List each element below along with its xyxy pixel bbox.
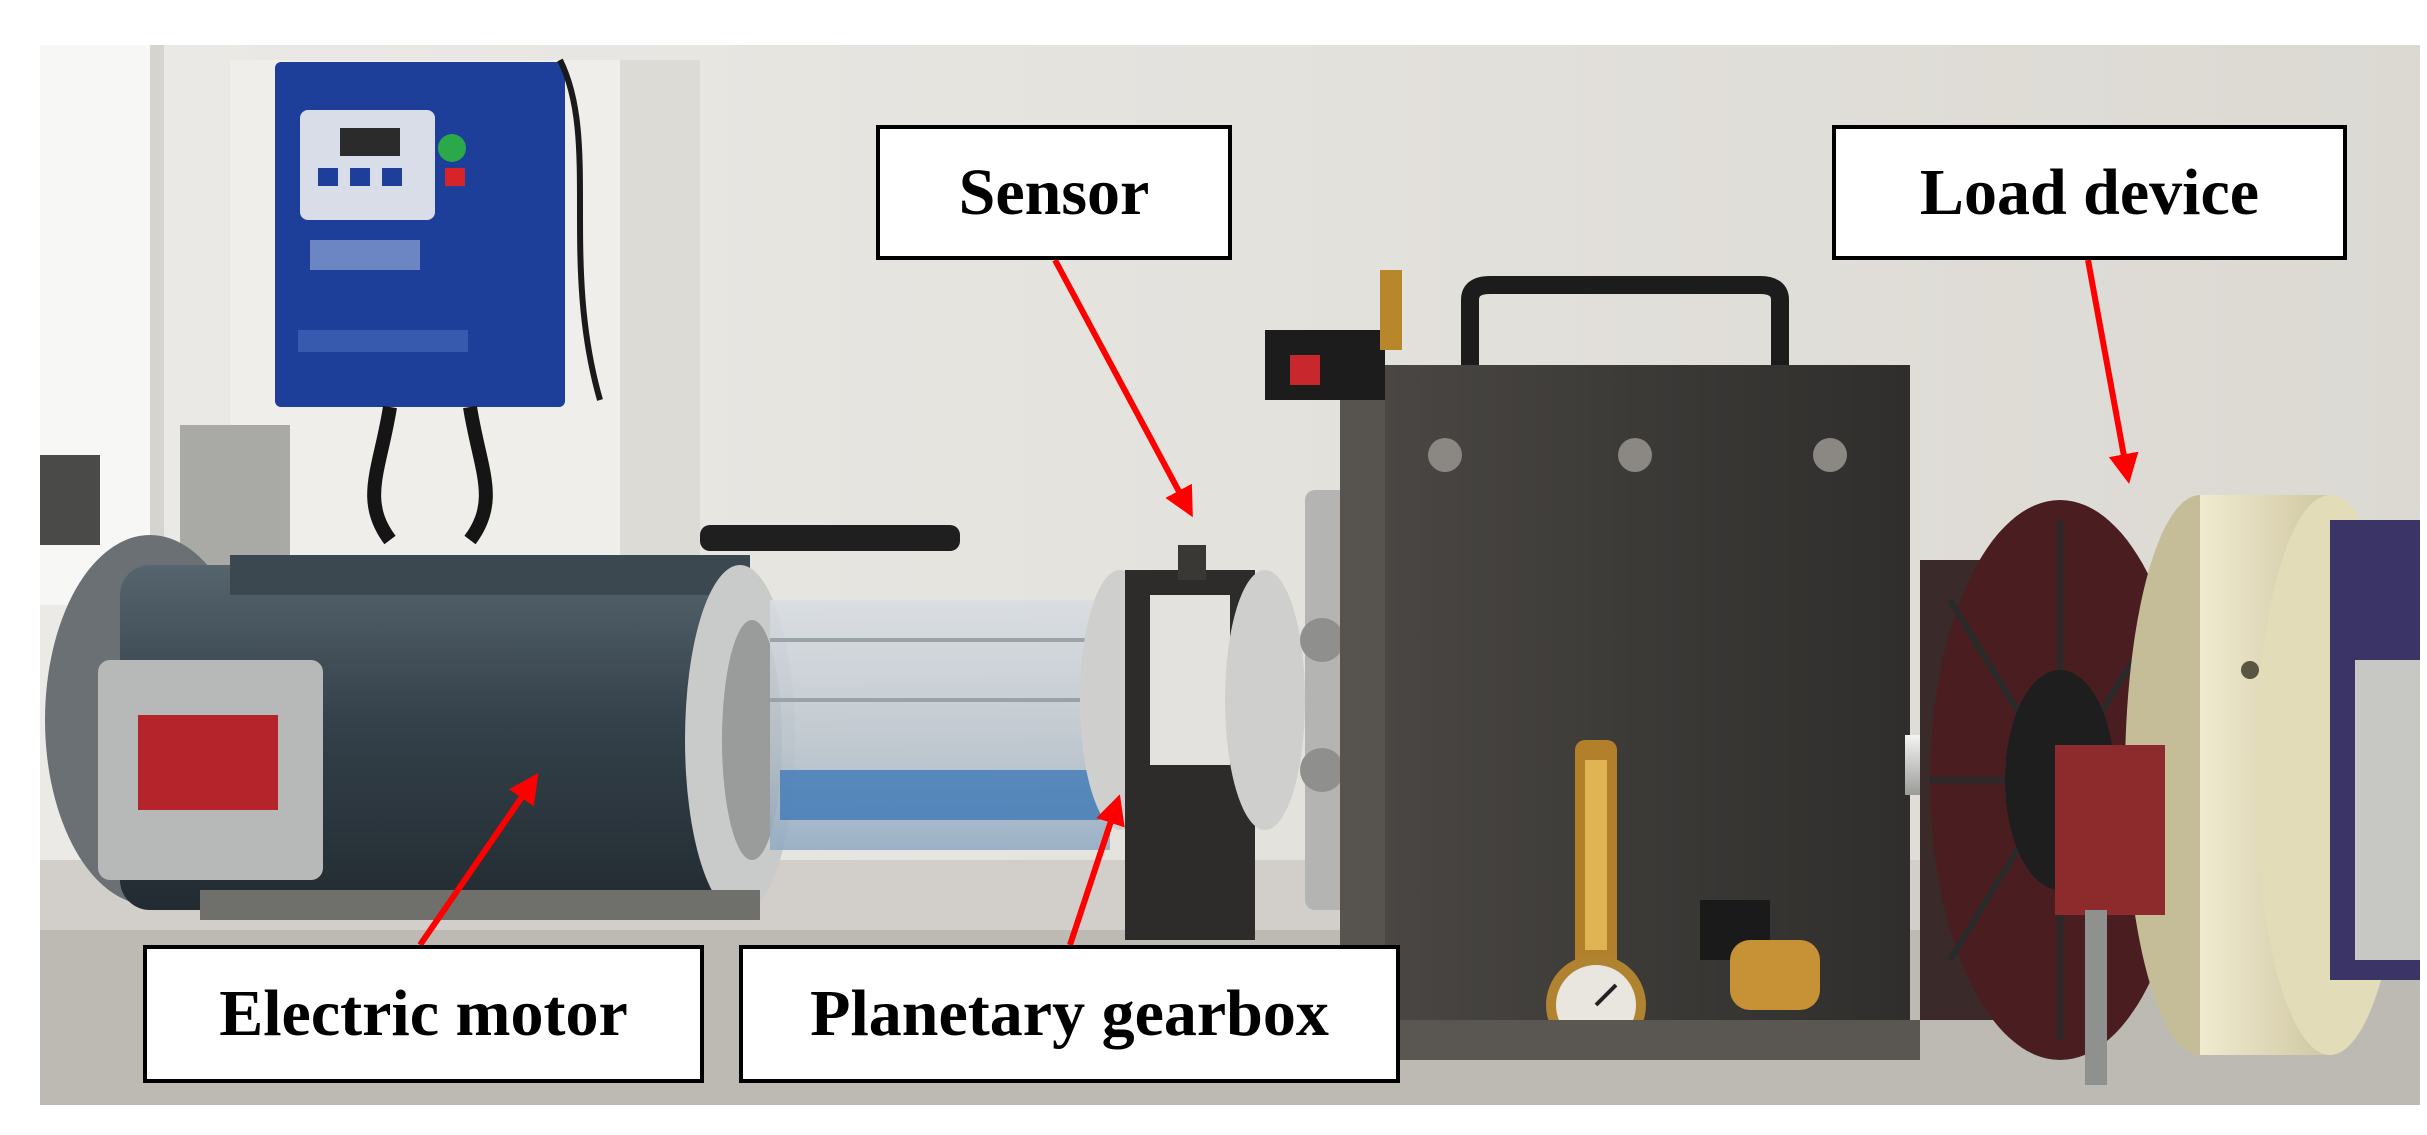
sensor-arrow [1052, 258, 1193, 518]
planetary-gearbox-label: Planetary gearbox [739, 945, 1400, 1083]
load-device-arrow [2085, 259, 2139, 484]
load-device-label: Load device [1832, 125, 2347, 260]
planetary-gearbox-arrow [1067, 794, 1125, 946]
sensor-label: Sensor [876, 125, 1232, 260]
electric-motor-arrow [417, 773, 539, 947]
electric-motor-label: Electric motor [143, 945, 704, 1083]
